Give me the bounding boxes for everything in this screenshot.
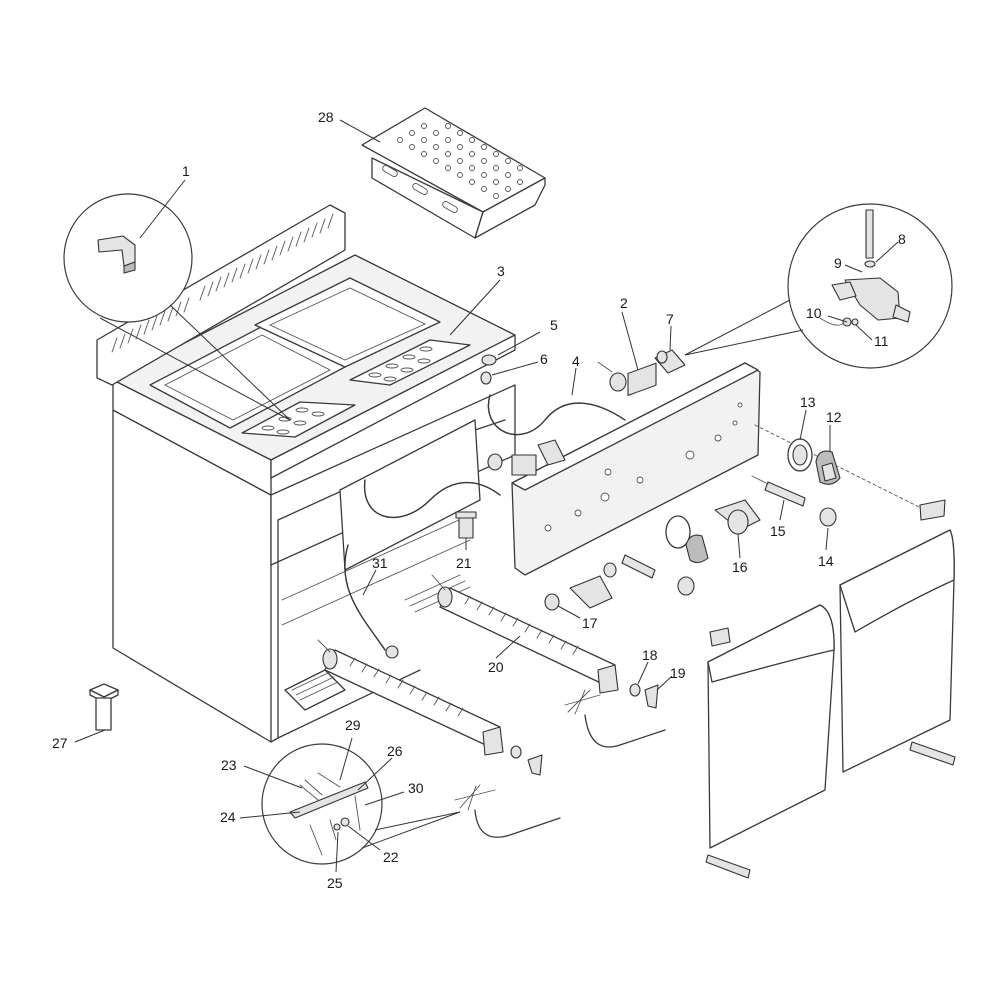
flex-hose-31 (344, 544, 399, 659)
pilot-cable-lower (454, 784, 561, 838)
part-bushing-14 (819, 507, 837, 527)
backsplash-vents (111, 213, 334, 353)
callout-5: 5 (550, 317, 558, 333)
callout-8: 8 (898, 231, 906, 247)
callout-2: 2 (620, 295, 628, 311)
fryer-cabinet (96, 204, 516, 743)
callout-29: 29 (345, 717, 361, 733)
callout-21: 21 (456, 555, 472, 571)
part-foot-27 (89, 683, 119, 731)
callout-24: 24 (220, 809, 236, 825)
detail-circle-knob-1 (63, 193, 291, 421)
part-thermocouple-7 (654, 349, 686, 374)
callout-19: 19 (670, 665, 686, 681)
callout-12: 12 (826, 409, 842, 425)
door-left (705, 604, 835, 879)
part-nozzles-18-19 (510, 683, 659, 776)
callout-6: 6 (540, 351, 548, 367)
callout-13: 13 (800, 394, 816, 410)
part-fitting-21 (455, 511, 477, 539)
fry-well-right (254, 277, 441, 368)
callout-4: 4 (572, 353, 580, 369)
part-knob-12 (815, 450, 841, 485)
callout-18: 18 (642, 647, 658, 663)
detail-circle-valve-8-11 (684, 203, 953, 369)
callout-labels: 1 2 3 4 5 6 7 8 9 10 11 12 13 14 15 16 1… (52, 109, 906, 891)
callout-27: 27 (52, 735, 68, 751)
callout-30: 30 (408, 780, 424, 796)
flex-hose-4 (487, 394, 626, 436)
flex-hose-upper (364, 479, 501, 519)
part-fitting-5-6 (480, 354, 497, 385)
callout-9: 9 (834, 255, 842, 271)
control-panel (511, 362, 936, 576)
part-valve-assembly-2 (597, 361, 657, 397)
callout-10: 10 (806, 305, 822, 321)
callout-23: 23 (221, 757, 237, 773)
callout-14: 14 (818, 553, 834, 569)
detail-circle-pilot-22-30 (261, 743, 461, 865)
pilot-cable-upper (564, 689, 666, 748)
part-burner-lower (317, 639, 504, 756)
part-knob-bezel-13 (787, 438, 813, 472)
part-valve-16 (714, 499, 761, 535)
part-pilot-burner-15 (751, 475, 806, 507)
callout-25: 25 (327, 875, 343, 891)
callout-3: 3 (497, 263, 505, 279)
part-basket-28 (361, 107, 546, 239)
callout-17: 17 (582, 615, 598, 631)
callout-16: 16 (732, 559, 748, 575)
leader-lines (74, 119, 899, 873)
callout-31: 31 (372, 555, 388, 571)
callout-1: 1 (182, 163, 190, 179)
callout-22: 22 (383, 849, 399, 865)
part-burner-20 (431, 574, 619, 694)
part-knob-set-lower (544, 515, 709, 611)
callout-11: 11 (874, 333, 889, 349)
door-right (839, 499, 956, 773)
part-mid-valve (487, 439, 566, 476)
callout-7: 7 (666, 311, 674, 327)
callout-26: 26 (387, 743, 403, 759)
callout-20: 20 (488, 659, 504, 675)
callout-15: 15 (770, 523, 786, 539)
callout-28: 28 (318, 109, 334, 125)
